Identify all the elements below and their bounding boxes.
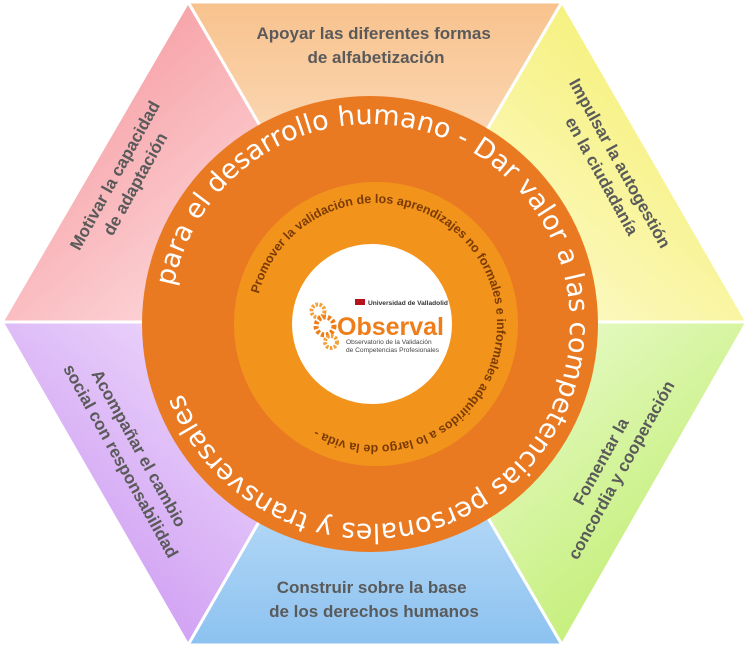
gears-icon <box>309 302 339 350</box>
label-bottom: Construir sobre la base de los derechos … <box>269 578 479 621</box>
logo-name: Observal <box>337 313 444 341</box>
center-disc <box>292 244 452 404</box>
logo: Universidad de Valladolid Observal Obser… <box>309 299 448 354</box>
logo-subtitle-1: Observatorio de la Validación <box>346 339 432 346</box>
university-icon <box>355 299 365 305</box>
logo-subtitle-2: de Competencias Profesionales <box>346 347 440 354</box>
label-top: Apoyar las diferentes formas de alfabeti… <box>256 24 495 67</box>
university-name: Universidad de Valladolid <box>368 300 448 307</box>
